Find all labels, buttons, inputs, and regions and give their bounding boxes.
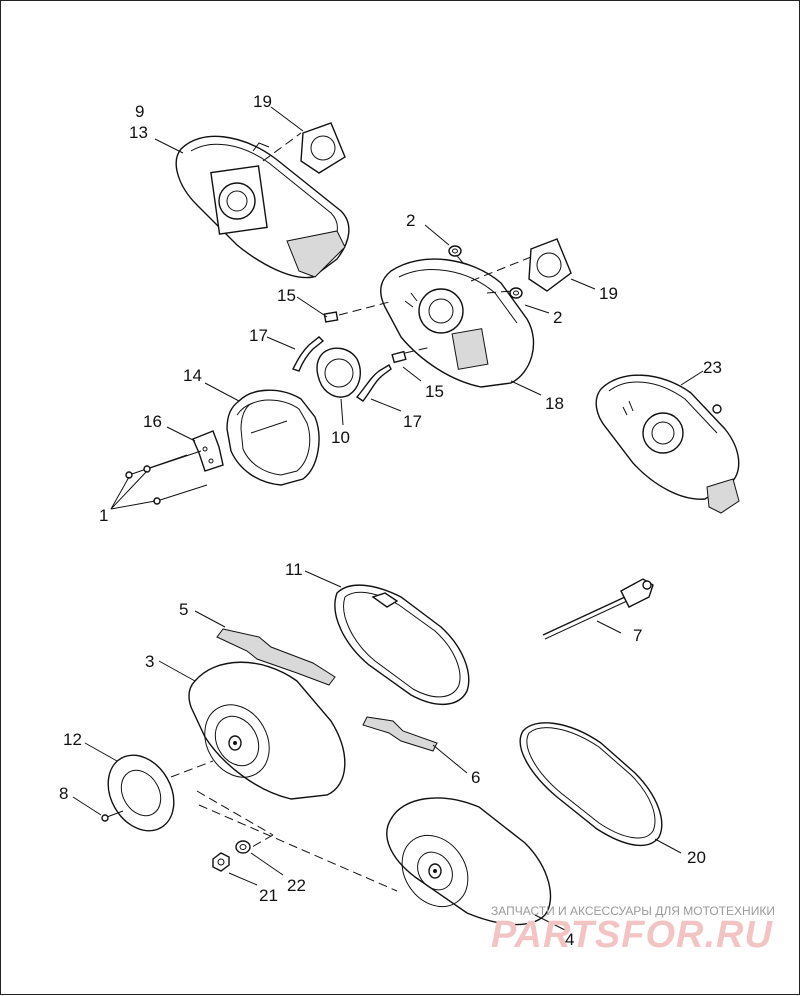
backplate-upper [175, 132, 350, 279]
cover-standard [188, 661, 346, 800]
callout-13: 13 [129, 123, 148, 142]
gasket-right [528, 238, 572, 292]
cover-alternate [386, 797, 552, 926]
trim-plate [107, 754, 175, 832]
callout-4: 4 [565, 930, 574, 949]
watermark-brand: PARTSFOR.RU [491, 914, 773, 956]
assembly-lines [170, 760, 398, 892]
washer-22 [235, 840, 251, 854]
backplate-alternate [595, 374, 740, 514]
breather-hose-upper [292, 336, 325, 372]
callout-18: 18 [545, 394, 564, 413]
washer-upper [448, 245, 462, 257]
support-bracket [192, 430, 224, 472]
breather-hose-lower [355, 364, 392, 402]
callout-2-side: 2 [553, 308, 562, 327]
callout-19-upper: 19 [253, 92, 272, 111]
breather-bolt-upper [323, 300, 394, 323]
gasket-upper [300, 122, 346, 174]
callout-14: 14 [183, 366, 202, 385]
insulation-strip-upper [216, 628, 336, 686]
seal-ring [519, 722, 663, 847]
screws [125, 450, 208, 505]
callout-labels: 9 13 19 2 19 2 15 17 14 16 10 15 17 18 2… [59, 92, 722, 949]
washer-side [509, 287, 523, 299]
callout-9: 9 [135, 102, 144, 121]
callout-16: 16 [143, 412, 162, 431]
breather-bolt-lower [391, 346, 432, 364]
callout-6: 6 [471, 768, 480, 787]
callout-22: 22 [287, 876, 306, 895]
callout-19-right: 19 [599, 284, 618, 303]
callout-15-upper: 15 [277, 286, 296, 305]
callout-17-lower: 17 [403, 412, 422, 431]
air-cleaner-rod [542, 578, 654, 640]
callout-10: 10 [331, 428, 350, 447]
callout-20: 20 [687, 848, 706, 867]
trim-ring [334, 584, 470, 706]
callout-12: 12 [63, 730, 82, 749]
cover-screw [101, 810, 124, 822]
callout-1: 1 [99, 506, 108, 525]
backplate-middle [380, 250, 535, 388]
watermark-caption: ЗАПЧАСТИ И АКСЕССУАРЫ ДЛЯ МОТОТЕХНИКИ [491, 904, 775, 918]
callout-17-upper: 17 [249, 326, 268, 345]
callout-21: 21 [259, 886, 278, 905]
callout-8: 8 [59, 784, 68, 803]
gasket-ring [316, 347, 361, 398]
callout-3: 3 [145, 652, 154, 671]
filter-element [226, 389, 320, 486]
callout-5: 5 [179, 600, 188, 619]
callout-15-lower: 15 [425, 382, 444, 401]
callout-7: 7 [633, 626, 642, 645]
leader-lines [72, 106, 704, 932]
callout-2-upper: 2 [406, 211, 415, 230]
callout-11: 11 [285, 560, 303, 579]
callout-23: 23 [703, 358, 722, 377]
nut-21 [212, 852, 230, 872]
insulation-strip-lower [362, 716, 438, 752]
watermark: ЗАПЧАСТИ И АКСЕССУАРЫ ДЛЯ МОТОТЕХНИКИ PA… [491, 904, 775, 956]
